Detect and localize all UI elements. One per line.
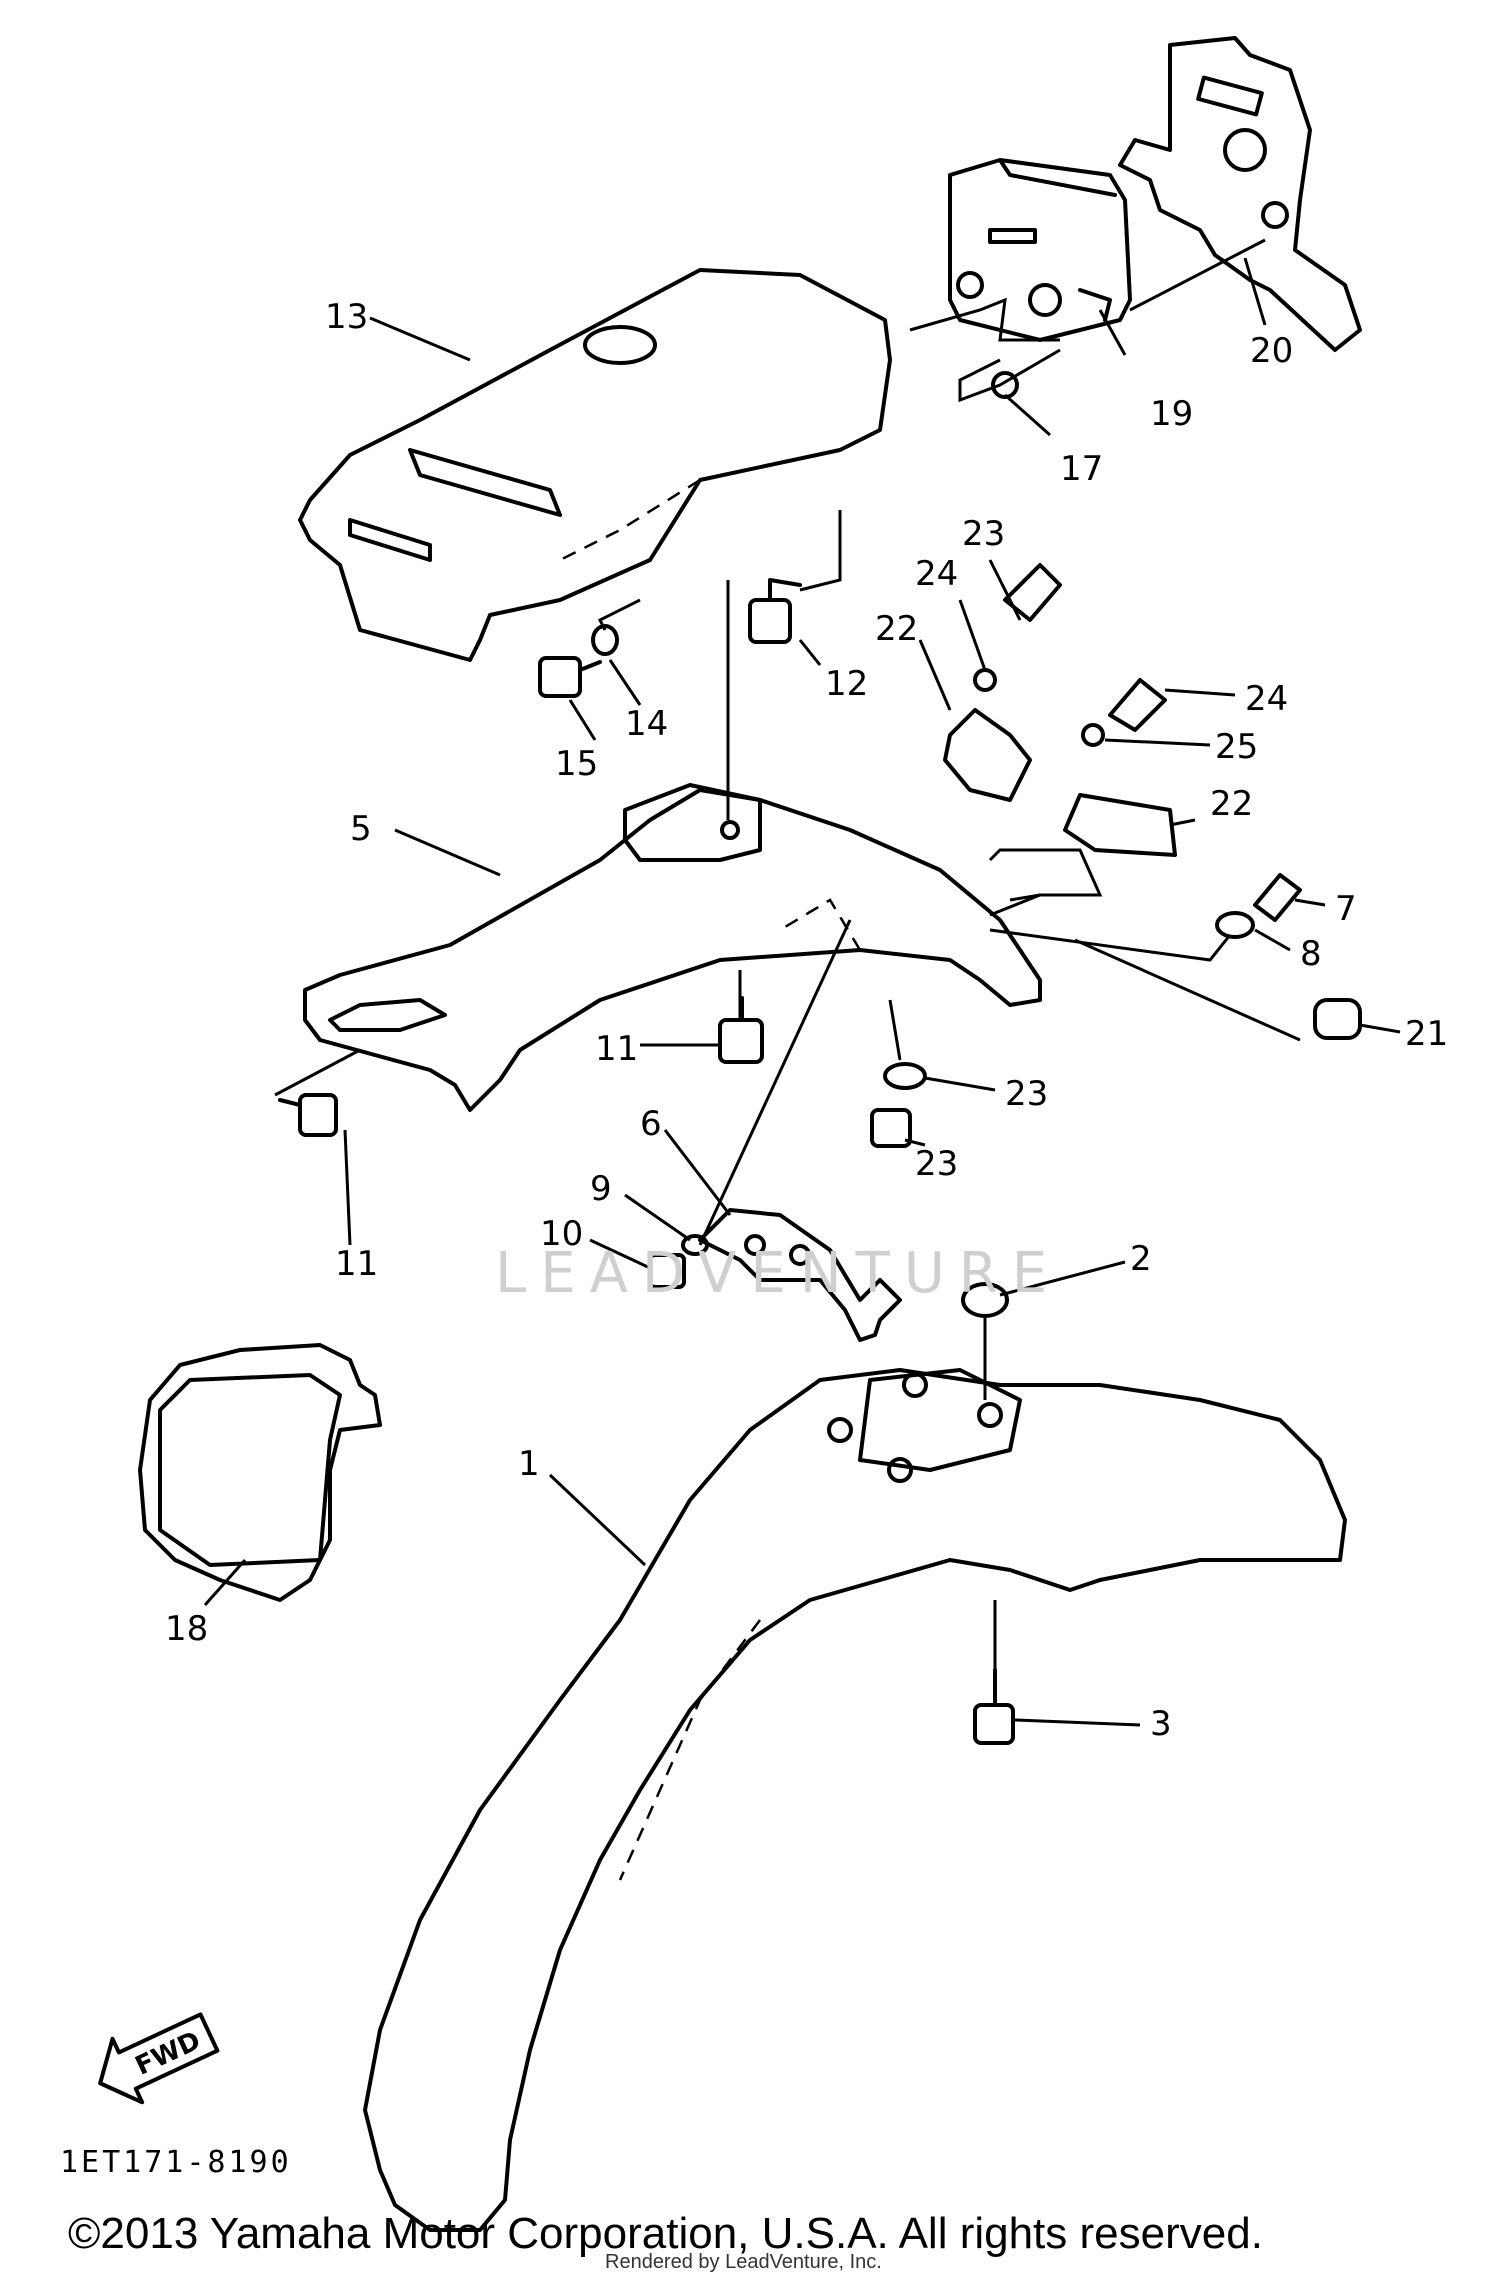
- callout-23-right: 25: [1215, 727, 1258, 767]
- callout-21: 22: [875, 609, 918, 649]
- callout-16: 18: [165, 1609, 208, 1649]
- watermark: LEADVENTURE: [495, 1241, 1061, 1306]
- callout-18: 20: [1250, 331, 1293, 371]
- callout-24: 23: [915, 1144, 958, 1184]
- callout-4: 13: [325, 297, 368, 337]
- part-16-mudflap: [138, 1343, 382, 1602]
- callout-22-upper: 23: [962, 514, 1005, 554]
- part-1-front-fender: [363, 1368, 1347, 2232]
- copyright-notice: ©2013 Yamaha Motor Corporation, U.S.A. A…: [68, 2209, 1263, 2258]
- callout-19: 21: [1405, 1014, 1448, 1054]
- callout-11-center: 11: [595, 1029, 638, 1069]
- callout-15: 17: [1060, 449, 1103, 489]
- part-5-rear-fender: [303, 783, 1042, 1112]
- callout-7: 7: [1335, 889, 1357, 929]
- callout-14: 14: [625, 704, 668, 744]
- callout-25: 23: [1005, 1074, 1048, 1114]
- callout-17: 19: [1150, 394, 1193, 434]
- callout-3: 3: [1150, 1704, 1172, 1744]
- assembly-lines: [274, 238, 1301, 1670]
- part-18-bracket: [1118, 36, 1362, 352]
- fwd-arrow-icon: FWD: [98, 2012, 220, 2105]
- callout-20: 22: [1210, 784, 1253, 824]
- callout-5: 5: [350, 809, 372, 849]
- callout-11-left: 11: [335, 1244, 378, 1284]
- fasteners: [278, 371, 1362, 1745]
- callout-6: 6: [640, 1104, 662, 1144]
- callout-12: 12: [825, 664, 868, 704]
- callout-22-right: 24: [1245, 679, 1288, 719]
- rendered-by-notice: Rendered by LeadVenture, Inc.: [605, 2251, 882, 2273]
- callout-8: 8: [1300, 934, 1322, 974]
- callout-9: 9: [590, 1169, 612, 1209]
- callout-1: 1: [518, 1444, 540, 1484]
- callout-13: 15: [555, 744, 598, 784]
- part-17-taillight: [948, 158, 1132, 342]
- callout-2: 2: [1130, 1239, 1152, 1279]
- diagram-code: 1ET171-8190: [60, 2145, 292, 2180]
- part-6-bracket: [698, 1208, 902, 1342]
- part-4-cowl: [298, 268, 892, 662]
- callout-23-upper: 24: [915, 554, 958, 594]
- callouts: 13 19 20 17 23 24 22 12 14 15 24 25 22 5…: [165, 257, 1448, 1744]
- callout-10: 10: [540, 1214, 583, 1254]
